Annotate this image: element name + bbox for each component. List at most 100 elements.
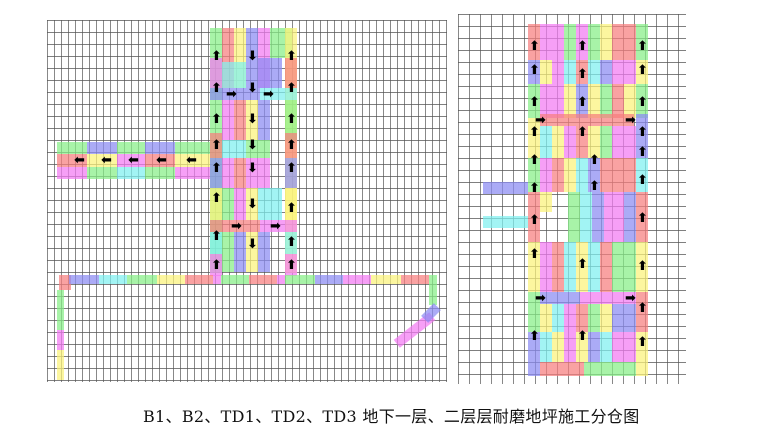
pour-zone-block	[222, 100, 234, 140]
pour-zone-block	[528, 242, 540, 292]
pour-zone-block	[612, 24, 636, 60]
pour-zone-block	[285, 158, 297, 188]
arrow-down-icon: ⬇	[247, 237, 258, 252]
pour-zone-block	[528, 192, 540, 242]
pour-zone-block	[612, 304, 636, 332]
pour-zone-block	[258, 232, 270, 272]
arrow-left-icon: ⬅	[101, 153, 112, 168]
pour-zone-block	[343, 275, 371, 284]
arrow-up-icon: ⬆	[577, 257, 588, 272]
arrow-right-icon: ➡	[535, 113, 546, 128]
pour-zone-block	[371, 275, 401, 284]
pour-zone-block	[592, 192, 604, 242]
pour-zone-block	[270, 28, 280, 58]
pour-zone-block	[57, 167, 87, 179]
pour-zone-block	[540, 126, 552, 158]
pour-zone-block	[540, 292, 580, 304]
pour-zone-block	[246, 140, 270, 158]
pour-zone-block	[540, 304, 552, 332]
pour-zone-block	[528, 332, 540, 376]
arrow-up-icon: ⬆	[211, 258, 222, 273]
arrow-up-icon: ⬆	[286, 81, 297, 96]
arrow-up-icon: ⬆	[577, 329, 588, 344]
pour-zone-block	[564, 158, 576, 192]
arrow-up-icon: ⬆	[529, 95, 540, 110]
pour-zone-block	[600, 332, 612, 362]
pour-zone-block	[612, 332, 636, 362]
pour-zone-block	[540, 84, 564, 118]
arrow-up-icon: ⬆	[577, 125, 588, 140]
pour-zone-block	[600, 84, 612, 118]
pour-zone-block	[580, 192, 592, 242]
arrow-up-icon: ⬆	[529, 63, 540, 78]
right-floor-plan: ⬆⬆⬆⬆⬆⬆⬆⬆⬆➡➡⬆⬆⬆⬆⬆⬆⬆⬆⬆⬆⬆⬆⬆⬆➡➡⬆⬆⬆⬆	[458, 14, 686, 384]
pour-zone-block	[213, 275, 221, 284]
pour-zone-block	[57, 154, 87, 167]
arrow-right-icon: ➡	[535, 291, 546, 306]
arrow-up-icon: ⬆	[589, 179, 600, 194]
arrow-up-icon: ⬆	[529, 181, 540, 196]
pour-zone-block	[117, 154, 145, 167]
pour-zone-block	[145, 142, 175, 154]
pour-zone-block	[588, 60, 600, 84]
pour-zone-block	[564, 332, 576, 362]
pour-zone-block	[552, 242, 564, 292]
pour-zone-block	[57, 290, 64, 330]
pour-zone-block	[540, 242, 552, 292]
arrow-up-icon: ⬆	[529, 125, 540, 140]
pour-zone-block	[429, 275, 437, 305]
arrow-right-icon: ➡	[263, 87, 274, 102]
pour-zone-block	[210, 88, 260, 100]
pour-zone-block	[576, 242, 588, 292]
pour-zone-block	[285, 254, 297, 276]
pour-zone-block	[600, 24, 612, 60]
pour-zone-block	[285, 133, 297, 158]
arrow-up-icon: ⬆	[577, 67, 588, 82]
pour-zone-block	[87, 142, 117, 154]
arrow-up-icon: ⬆	[589, 153, 600, 168]
pour-zone-block	[612, 158, 636, 192]
pour-zone-block	[210, 158, 222, 188]
pour-zone-block	[564, 84, 576, 118]
pour-zone-block	[624, 84, 636, 118]
arrow-up-icon: ⬆	[577, 95, 588, 110]
pour-zone-block	[600, 60, 612, 84]
pour-zone-block	[222, 140, 246, 158]
pour-zone-block	[285, 188, 297, 220]
pour-zone-block	[528, 118, 540, 158]
pour-zone-block	[636, 84, 648, 118]
arrow-up-icon: ⬆	[529, 153, 540, 168]
pour-zone-block	[222, 62, 246, 88]
pour-zone-block	[234, 158, 246, 188]
pour-zone-block	[221, 275, 249, 284]
pour-zone-block	[175, 167, 210, 179]
arrow-up-icon: ⬆	[529, 39, 540, 54]
arrow-up-icon: ⬆	[577, 39, 588, 54]
arrow-up-icon: ⬆	[637, 95, 648, 110]
arrow-up-icon: ⬆	[286, 201, 297, 216]
pour-zone-block	[612, 60, 636, 84]
pour-zone-block	[69, 275, 99, 284]
arrow-right-icon: ➡	[231, 219, 242, 234]
pour-zone-block	[145, 154, 175, 167]
pour-zone-block	[588, 84, 600, 118]
arrow-up-icon: ⬆	[286, 112, 297, 127]
pour-zone-block	[588, 158, 600, 192]
pour-zone-block	[246, 100, 258, 140]
pour-zone-block	[315, 275, 343, 284]
pour-zone-block	[260, 220, 297, 232]
pour-zone-block	[552, 60, 564, 84]
pour-zone-block	[576, 84, 588, 118]
pour-zone-block	[260, 88, 297, 100]
arrow-up-icon: ⬆	[211, 229, 222, 244]
arrow-down-icon: ⬇	[247, 112, 258, 127]
pour-zone-block	[234, 100, 246, 140]
pour-zone-block	[285, 232, 297, 254]
arrow-up-icon: ⬆	[637, 145, 648, 160]
arrow-up-icon: ⬆	[637, 211, 648, 226]
arrow-right-icon: ➡	[270, 219, 281, 234]
pour-zone-block	[624, 192, 636, 242]
arrow-up-icon: ⬆	[637, 63, 648, 78]
pour-zone-block	[222, 232, 234, 272]
pour-zone-block	[258, 100, 270, 140]
